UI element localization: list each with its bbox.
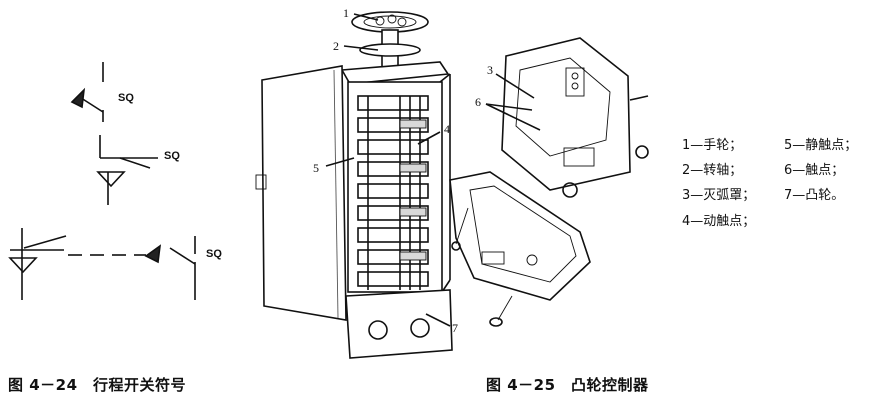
legend-item-7: 7—凸轮。 [784, 188, 845, 203]
callout-3: 3 [487, 63, 493, 77]
callout-4: 4 [444, 122, 450, 136]
legend-item-2: 2—转轴； [682, 163, 743, 178]
limit-switch-symbol-drawings [8, 62, 196, 300]
symbol-label-sq-2: SQ [164, 150, 180, 162]
cam-controller-drawing [255, 11, 649, 359]
figure-4-24-caption: 图 4－24 行程开关符号 [8, 376, 187, 394]
callout-7: 7 [452, 321, 458, 335]
legend-item-1: 1—手轮； [682, 138, 743, 153]
legend-item-3: 3—灭弧罩； [682, 188, 756, 203]
callout-5: 5 [313, 161, 319, 175]
legend-item-4: 4—动触点； [682, 214, 756, 229]
figure-4-25-caption: 图 4－25 凸轮控制器 [486, 376, 649, 394]
legend-item-5: 5—静触点； [784, 138, 858, 153]
cam-controller-figure: 1 2 3 4 5 6 7 [250, 0, 670, 370]
symbol-label-sq-3: SQ [206, 248, 222, 260]
callout-1: 1 [343, 6, 349, 20]
callout-2: 2 [333, 39, 339, 53]
limit-switch-symbols-figure: SQ SQ SQ [0, 0, 240, 360]
legend: 1—手轮； 5—静触点； 2—转轴； 6—触点； 3—灭弧罩； 7—凸轮。 4—… [682, 134, 872, 234]
symbol-label-sq-1: SQ [118, 92, 134, 104]
callout-6: 6 [475, 95, 481, 109]
legend-item-6: 6—触点； [784, 163, 845, 178]
